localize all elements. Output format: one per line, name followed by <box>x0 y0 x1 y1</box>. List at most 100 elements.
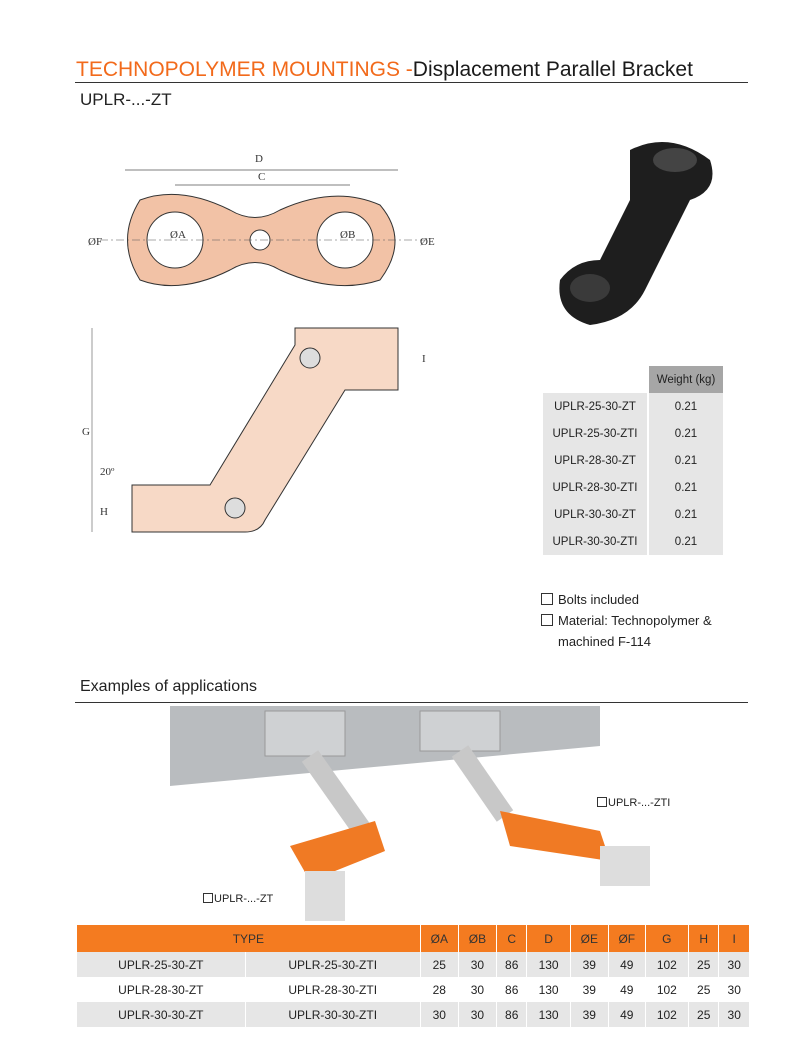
spec-cell: 39 <box>570 1002 608 1027</box>
weight-value: 0.21 <box>649 420 723 447</box>
spec-cell: UPLR-28-30-ZT <box>118 982 204 997</box>
spec-cell: 130 <box>527 1002 570 1027</box>
col-b: ØB <box>458 925 496 952</box>
weight-value: 0.21 <box>649 501 723 528</box>
spec-cell: 49 <box>620 982 634 997</box>
note-material: Material: Technopolymer & <box>541 613 712 628</box>
spec-cell: 102 <box>656 982 677 997</box>
render-bore-top <box>653 148 697 172</box>
spec-cell: 25 <box>688 952 719 977</box>
col-g: G <box>645 925 688 952</box>
spec-cell: 86 <box>505 982 519 997</box>
bracket-left <box>290 821 385 881</box>
checkbox-icon <box>597 797 607 807</box>
col-e: ØE <box>570 925 608 952</box>
bolt-bottom <box>224 497 246 519</box>
weight-name: UPLR-25-30-ZT <box>543 393 647 420</box>
bolt-top <box>299 347 321 369</box>
label-e: ØE <box>420 236 435 248</box>
label-angle: 20º <box>100 466 115 478</box>
weight-value: 0.21 <box>649 474 723 501</box>
checkbox-icon <box>203 893 213 903</box>
spec-cell: 30 <box>458 952 496 977</box>
title-product: Displacement Parallel Bracket <box>412 58 693 81</box>
product-code: UPLR-...-ZT <box>80 90 172 109</box>
note-material-cont: machined F-114 <box>558 634 651 649</box>
spec-cell: 102 <box>645 952 688 977</box>
weight-value: 0.21 <box>649 447 723 474</box>
weight-header: Weight (kg) <box>649 366 723 393</box>
note-bolts: Bolts included <box>541 592 639 607</box>
bracket-right <box>500 811 610 861</box>
title-rule <box>75 82 748 83</box>
spec-header-row: TYPE ØA ØB C D ØE ØF G H I <box>77 925 749 952</box>
spec-cell: 49 <box>608 1002 645 1027</box>
bracket-side-shape <box>131 327 399 533</box>
render-bore-bottom <box>570 274 610 302</box>
weight-name: UPLR-28-30-ZT <box>543 447 647 474</box>
application-photo <box>170 706 750 921</box>
spec-cell: 30 <box>727 982 741 997</box>
weight-name: UPLR-28-30-ZTI <box>543 474 647 501</box>
top-view-drawing: D C ØA ØB ØF ØE <box>88 153 435 287</box>
product-render <box>559 142 713 325</box>
weight-value: 0.21 <box>649 528 723 555</box>
col-d: D <box>527 925 570 952</box>
clamp-left <box>264 710 346 757</box>
spec-cell: 30 <box>719 1002 749 1027</box>
label-g: G <box>82 426 90 438</box>
col-h: H <box>688 925 719 952</box>
spec-cell: 25 <box>420 952 458 977</box>
title-category: TECHNOPOLYMER MOUNTINGS - <box>76 58 413 81</box>
spec-cell: UPLR-25-30-ZT <box>77 952 245 977</box>
spec-cell: 39 <box>582 982 596 997</box>
spec-cell: UPLR-25-30-ZTI <box>245 952 420 977</box>
spec-cell: 30 <box>719 952 749 977</box>
col-a: ØA <box>420 925 458 952</box>
spec-cell: UPLR-30-30-ZTI <box>245 1002 420 1027</box>
col-type: TYPE <box>77 925 420 952</box>
checkbox-icon <box>541 593 553 605</box>
page-title: TECHNOPOLYMER MOUNTINGS -Displacement Pa… <box>76 58 693 82</box>
spec-cell: 86 <box>496 1002 527 1027</box>
callout-text: UPLR-...-ZT <box>214 893 274 905</box>
examples-heading: Examples of applications <box>80 678 257 695</box>
callout-text: UPLR-...-ZTI <box>608 797 671 809</box>
spec-cell: 30 <box>458 1002 496 1027</box>
spec-cell: 49 <box>608 952 645 977</box>
checkbox-icon <box>541 614 553 626</box>
examples-rule <box>75 702 748 703</box>
spec-cell: 130 <box>538 982 559 997</box>
spec-cell: 25 <box>688 1002 719 1027</box>
weight-name: UPLR-25-30-ZTI <box>543 420 647 447</box>
label-d: D <box>255 153 263 165</box>
col-i: I <box>719 925 749 952</box>
weight-name: UPLR-30-30-ZTI <box>543 528 647 555</box>
col-f: ØF <box>608 925 645 952</box>
side-view-drawing: G I H 20º <box>82 327 426 533</box>
weight-value: 0.21 <box>649 393 723 420</box>
callout-zti: UPLR-...-ZTI <box>597 797 670 809</box>
spec-cell: 130 <box>527 952 570 977</box>
tube-right <box>451 745 514 822</box>
label-b: ØB <box>340 229 355 241</box>
spec-cell: UPLR-28-30-ZTI <box>288 982 378 997</box>
spec-cell: 102 <box>645 1002 688 1027</box>
spec-cell: 39 <box>570 952 608 977</box>
weight-name: UPLR-30-30-ZT <box>543 501 647 528</box>
spec-cell: 25 <box>697 982 711 997</box>
note-text: Material: Technopolymer & <box>558 613 712 628</box>
callout-zt: UPLR-...-ZT <box>203 893 273 905</box>
spec-cell: 30 <box>420 1002 458 1027</box>
col-c: C <box>496 925 527 952</box>
spec-cell: 28 <box>432 982 446 997</box>
